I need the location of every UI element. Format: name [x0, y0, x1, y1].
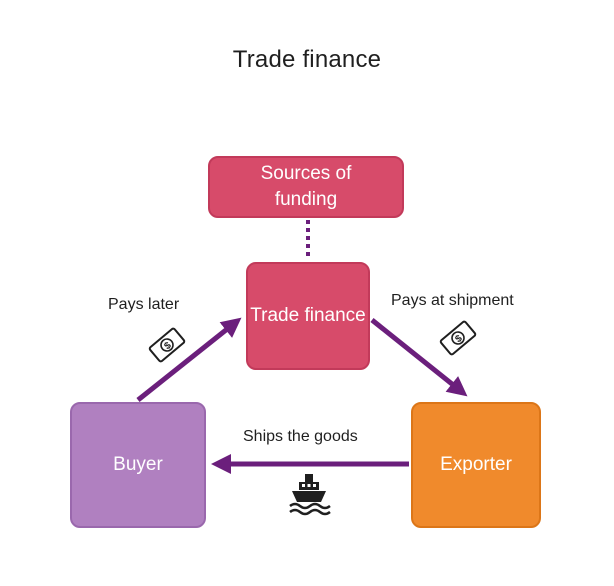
buyer-to-trade-arrow: [136, 317, 242, 402]
dollar-bill-icon: $: [439, 320, 477, 356]
sources-of-funding-label: Sources of funding: [260, 163, 352, 210]
ship-icon: [289, 474, 331, 516]
dollar-bill-icon: $: [148, 327, 186, 363]
diagram-title: Trade finance: [232, 46, 382, 73]
trade-finance-label: Trade finance: [250, 305, 366, 327]
pays-later-label: Pays later: [108, 296, 180, 313]
buyer-label: Buyer: [113, 454, 163, 476]
pays-at-shipment-label: Pays at shipment: [391, 292, 514, 309]
ships-the-goods-label: Ships the goods: [243, 428, 358, 445]
trade-to-exporter-arrow: [370, 318, 468, 397]
svg-text:$: $: [453, 333, 465, 345]
trade-finance-node: Trade finance: [246, 262, 370, 370]
sources-of-funding-node: Sources of funding: [208, 156, 404, 218]
exporter-label: Exporter: [440, 454, 512, 476]
svg-text:$: $: [162, 340, 174, 352]
buyer-node: Buyer: [70, 402, 206, 528]
exporter-node: Exporter: [411, 402, 541, 528]
